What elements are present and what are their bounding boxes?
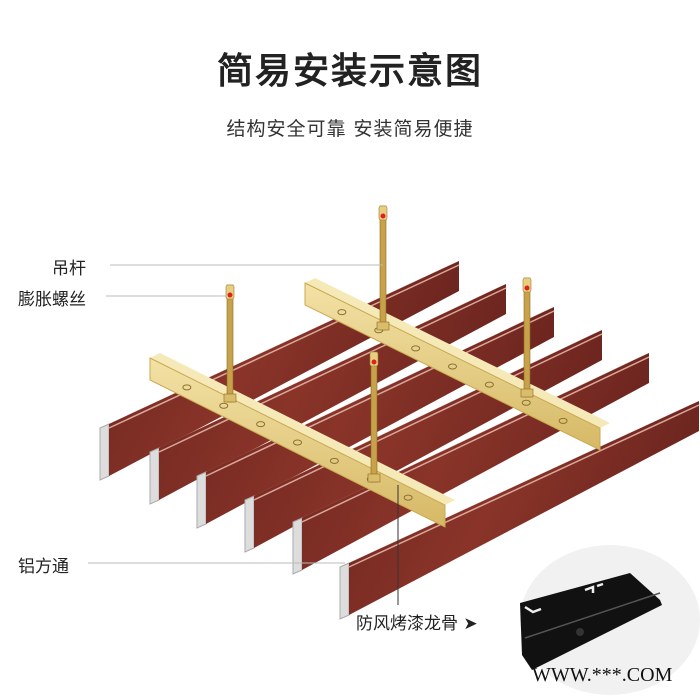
tube-edge-highlight <box>205 310 555 477</box>
bolt-marker <box>524 285 530 291</box>
hanging-rod <box>226 284 234 403</box>
rail-slot <box>337 309 347 316</box>
tube-top-face <box>340 401 699 567</box>
bolt-marker <box>371 359 377 365</box>
rail-top <box>150 353 455 505</box>
page-title: 简易安装示意图 <box>216 51 483 92</box>
rail-slot <box>521 399 531 406</box>
label-keel: 防风烤漆龙骨 ➤ <box>356 614 478 634</box>
bolt-marker <box>380 213 386 219</box>
label-rod: 吊杆 <box>52 259 86 279</box>
rail-slot <box>403 494 413 501</box>
tube-end-face <box>292 517 303 575</box>
label-tube: 铝方通 <box>18 557 69 577</box>
tube-end-face <box>149 447 160 505</box>
rod-clip <box>520 388 534 398</box>
hanging-rod <box>523 277 531 398</box>
watermark: WWW.***.COM <box>532 664 673 686</box>
rail-slot <box>182 384 192 391</box>
tube-end-face <box>244 495 255 553</box>
rail-slot <box>448 363 457 370</box>
rail-slot <box>256 421 266 428</box>
tube-end-face <box>99 423 110 481</box>
tube-end-face <box>196 471 207 529</box>
rod-clip <box>223 393 237 403</box>
tube-edge-highlight <box>108 264 460 429</box>
tube-edge-highlight <box>301 356 650 523</box>
bolt-marker <box>227 292 233 298</box>
rail-slot <box>484 381 494 388</box>
tube-end-face <box>339 562 350 620</box>
hanging-rod <box>370 351 378 483</box>
tube-edge-highlight <box>253 333 603 501</box>
hanging-rods <box>223 205 534 483</box>
rail-slot <box>558 417 568 424</box>
label-bolt: 膨胀螺丝 <box>18 290 86 310</box>
rail-slot <box>329 457 339 464</box>
rail-slot <box>411 345 421 352</box>
tube-edge-highlight <box>348 404 700 568</box>
rod-clip <box>367 473 381 483</box>
rail-slot <box>219 402 229 409</box>
keel-inset-photo <box>520 545 700 695</box>
rail-slot <box>293 439 302 446</box>
rod-clip <box>376 321 390 331</box>
tube-front-face <box>349 401 699 615</box>
page-subtitle: 结构安全可靠 安装简易便捷 <box>226 118 474 140</box>
tube-edge-highlight <box>158 287 507 453</box>
hanging-rod <box>379 205 387 331</box>
